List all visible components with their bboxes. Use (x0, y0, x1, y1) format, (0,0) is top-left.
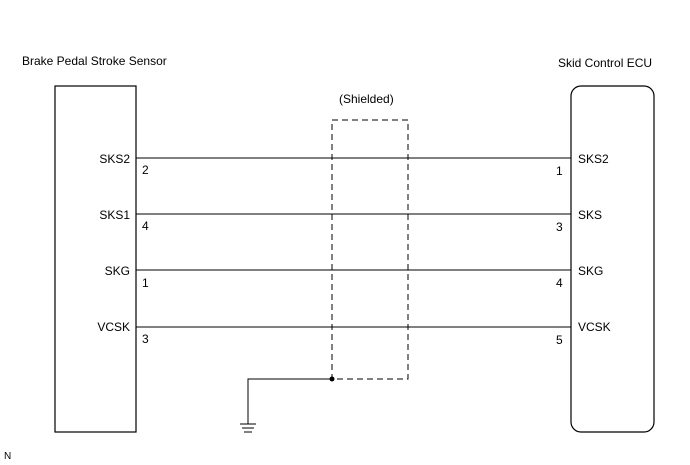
right-terminal-name: VCSK (578, 320, 611, 334)
left-terminal-name: SKS1 (99, 208, 130, 222)
ground-icon (240, 423, 256, 433)
left-pin-number: 1 (142, 276, 149, 290)
left-terminal-name: SKS2 (99, 152, 130, 166)
right-component-title: Skid Control ECU (558, 56, 653, 70)
shield-drain-wire (247, 378, 332, 424)
right-terminal-name: SKS (578, 208, 603, 222)
shield-outline (331, 119, 409, 380)
brake-pedal-stroke-sensor-box (54, 85, 137, 433)
left-terminal-name: VCSK (97, 320, 130, 334)
right-pin-number: 5 (556, 333, 563, 347)
corner-mark: N (4, 451, 12, 462)
left-pin-number: 4 (142, 219, 149, 233)
left-pin-number: 2 (142, 163, 149, 177)
right-pin-number: 1 (556, 164, 563, 178)
shield-label: (Shielded) (339, 92, 394, 106)
right-pin-number: 3 (556, 220, 563, 234)
left-terminal-name: SKG (104, 264, 130, 278)
right-pin-number: 4 (556, 276, 563, 290)
left-component-title: Brake Pedal Stroke Sensor (22, 54, 167, 68)
skid-control-ecu-box (570, 85, 655, 433)
right-terminal-name: SKG (578, 264, 604, 278)
right-terminal-name: SKS2 (578, 152, 609, 166)
left-pin-number: 3 (142, 332, 149, 346)
